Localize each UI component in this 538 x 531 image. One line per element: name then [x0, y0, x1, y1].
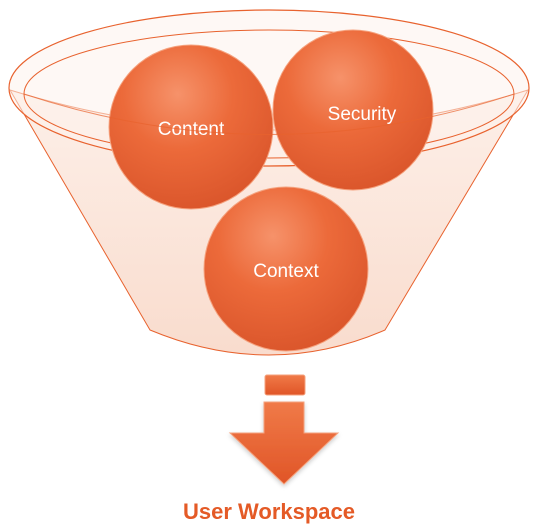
output-label: User Workspace: [182, 499, 355, 524]
ball-label-security: Security: [328, 104, 397, 125]
output-arrow: [228, 401, 340, 485]
ball-content: Content: [108, 44, 274, 210]
funnel-spout: [264, 374, 306, 396]
funnel-rim-front: [23, 93, 515, 135]
ball-label-content: Content: [158, 119, 225, 140]
ball-security: Security: [272, 29, 434, 191]
ball-context: Context: [203, 186, 369, 352]
ball-label-context: Context: [253, 261, 319, 282]
